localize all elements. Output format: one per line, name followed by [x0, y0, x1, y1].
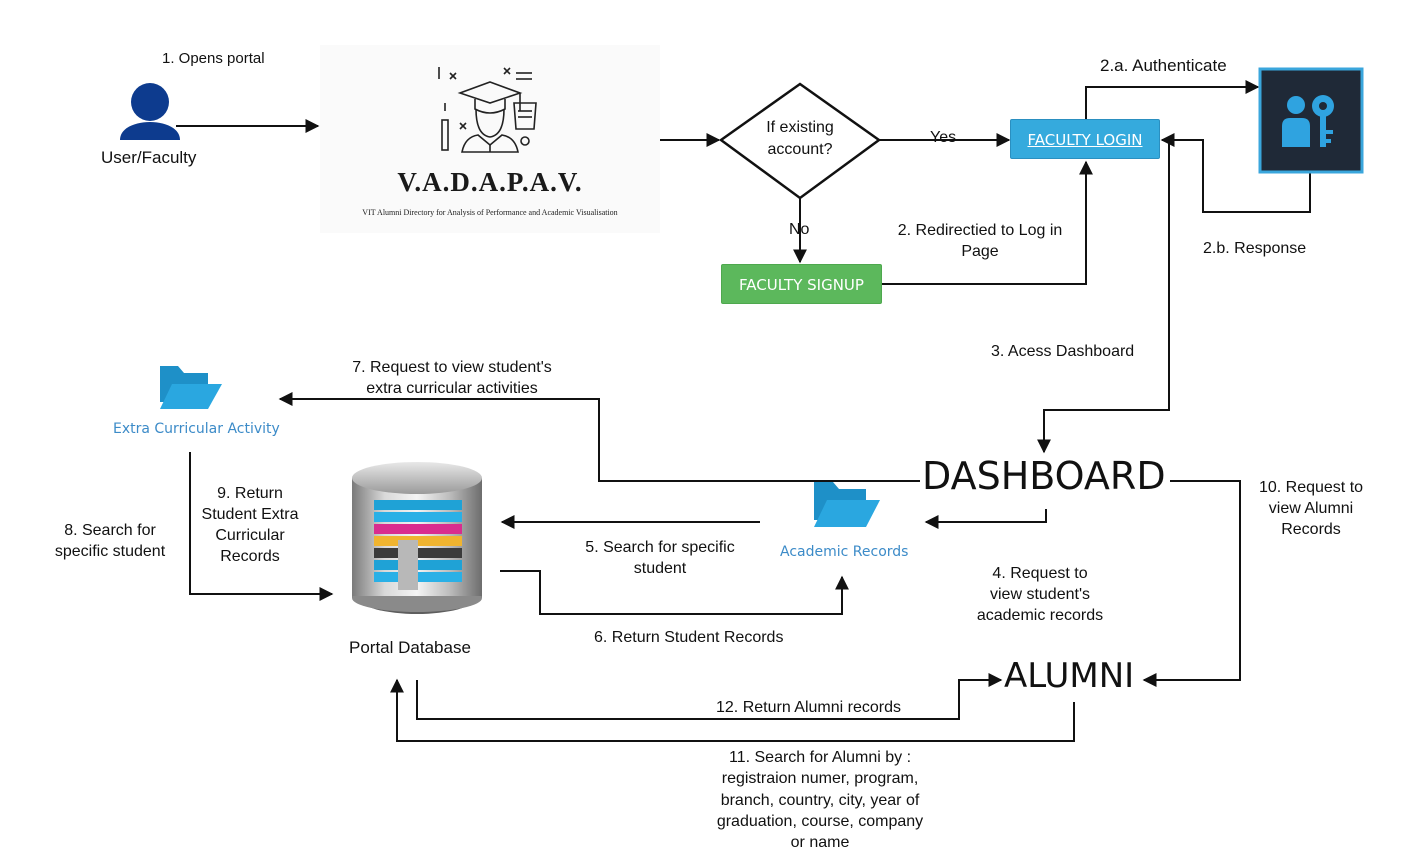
edge-label-req-extra-2: extra curricular activities	[366, 380, 538, 397]
edge-label-search-alumni-5: or name	[790, 834, 850, 851]
edge-label-req-academic-3: academic records	[976, 607, 1104, 624]
faculty-login-button[interactable]: FACULTY LOGIN	[1010, 119, 1160, 159]
edge-label-search-alumni-2: registraion numer, program,	[721, 770, 919, 787]
edge-label-search-specific-1: 5. Search for specific	[585, 539, 735, 556]
folder-icon	[160, 366, 222, 409]
edge-label-response: 2.b. Response	[1203, 240, 1307, 257]
edge-return-alumni	[416, 673, 1003, 720]
user-key-icon	[1258, 67, 1364, 174]
dashboard-node: DASHBOARD	[922, 454, 1166, 498]
edge-label-req-alumni-1: 10. Request to	[1258, 479, 1364, 496]
edge-label-redirected-2: Page	[961, 243, 999, 260]
academic-records-label: Academic Records	[780, 544, 909, 560]
user-label: User/Faculty	[101, 148, 197, 167]
edge-label-req-academic-2: view student's	[990, 586, 1090, 603]
edge-label-return-extra-4: Records	[220, 548, 280, 565]
edge-authenticate	[1085, 80, 1260, 119]
edge-redirect-login	[882, 160, 1093, 285]
edge-label-req-alumni-2: view Alumni	[1268, 500, 1354, 517]
brand-logo: V.A.D.A.P.A.V. VIT Alumni Directory for …	[320, 45, 660, 233]
edge-access-dashboard	[1037, 140, 1170, 454]
edge-label-return-extra-3: Curricular	[215, 527, 285, 544]
user-silhouette-icon	[120, 83, 180, 140]
edge-return-records	[500, 570, 849, 615]
edge-label-search-alumni-3: branch, country, city, year of	[720, 792, 920, 809]
edge-label-search-student-2: specific student	[54, 543, 166, 560]
edge-label-req-extra-1: 7. Request to view student's	[352, 359, 552, 376]
edge-label-return-records: 6. Return Student Records	[594, 629, 784, 646]
edge-search-student	[189, 452, 334, 601]
decision-label-1: If existing	[766, 119, 834, 136]
extra-curricular-label: Extra Curricular Activity	[113, 421, 280, 437]
edge-label-yes: Yes	[930, 129, 957, 146]
edge-label-return-alumni: 12. Return Alumni records	[716, 699, 901, 716]
edge-label-search-student-1: 8. Search for	[64, 522, 156, 539]
edge-request-extra	[278, 392, 920, 482]
edge-label-authenticate: 2.a. Authenticate	[1100, 56, 1227, 75]
alumni-node: ALUMNI	[1004, 656, 1135, 696]
edge-label-no: No	[789, 221, 810, 238]
folder-icon	[814, 482, 880, 527]
edge-search-alumni	[390, 678, 1075, 742]
brand-subtitle: VIT Alumni Directory for Analysis of Per…	[362, 208, 618, 217]
database-label: Portal Database	[349, 638, 471, 657]
edge-label-search-specific-2: student	[633, 560, 687, 577]
decision-diamond	[718, 82, 882, 200]
decision-label-2: account?	[767, 141, 833, 158]
edge-label-req-academic-1: 4. Request to	[992, 565, 1088, 582]
graduate-logo-icon	[438, 67, 537, 153]
edge-label-search-alumni-1: 11. Search for Alumni by :	[728, 749, 912, 766]
edge-label-access-dashboard: 3. Acess Dashboard	[991, 343, 1135, 360]
edge-label-req-alumni-3: Records	[1281, 521, 1341, 538]
edge-response	[1160, 133, 1311, 213]
database-icon	[352, 462, 482, 614]
edge-request-alumni	[1142, 480, 1241, 687]
edge-label-opens-portal: 1. Opens portal	[162, 50, 265, 67]
brand-title: V.A.D.A.P.A.V.	[397, 167, 583, 197]
edge-label-return-extra-1: 9. Return	[217, 485, 283, 502]
edge-label-return-extra-2: Student Extra	[201, 506, 299, 523]
edge-label-search-alumni-4: graduation, course, company	[716, 813, 924, 830]
faculty-signup-button[interactable]: FACULTY SIGNUP	[721, 264, 882, 304]
edge-request-academic	[924, 509, 1047, 529]
edge-label-redirected-1: 2. Redirectied to Log in	[897, 222, 1063, 239]
